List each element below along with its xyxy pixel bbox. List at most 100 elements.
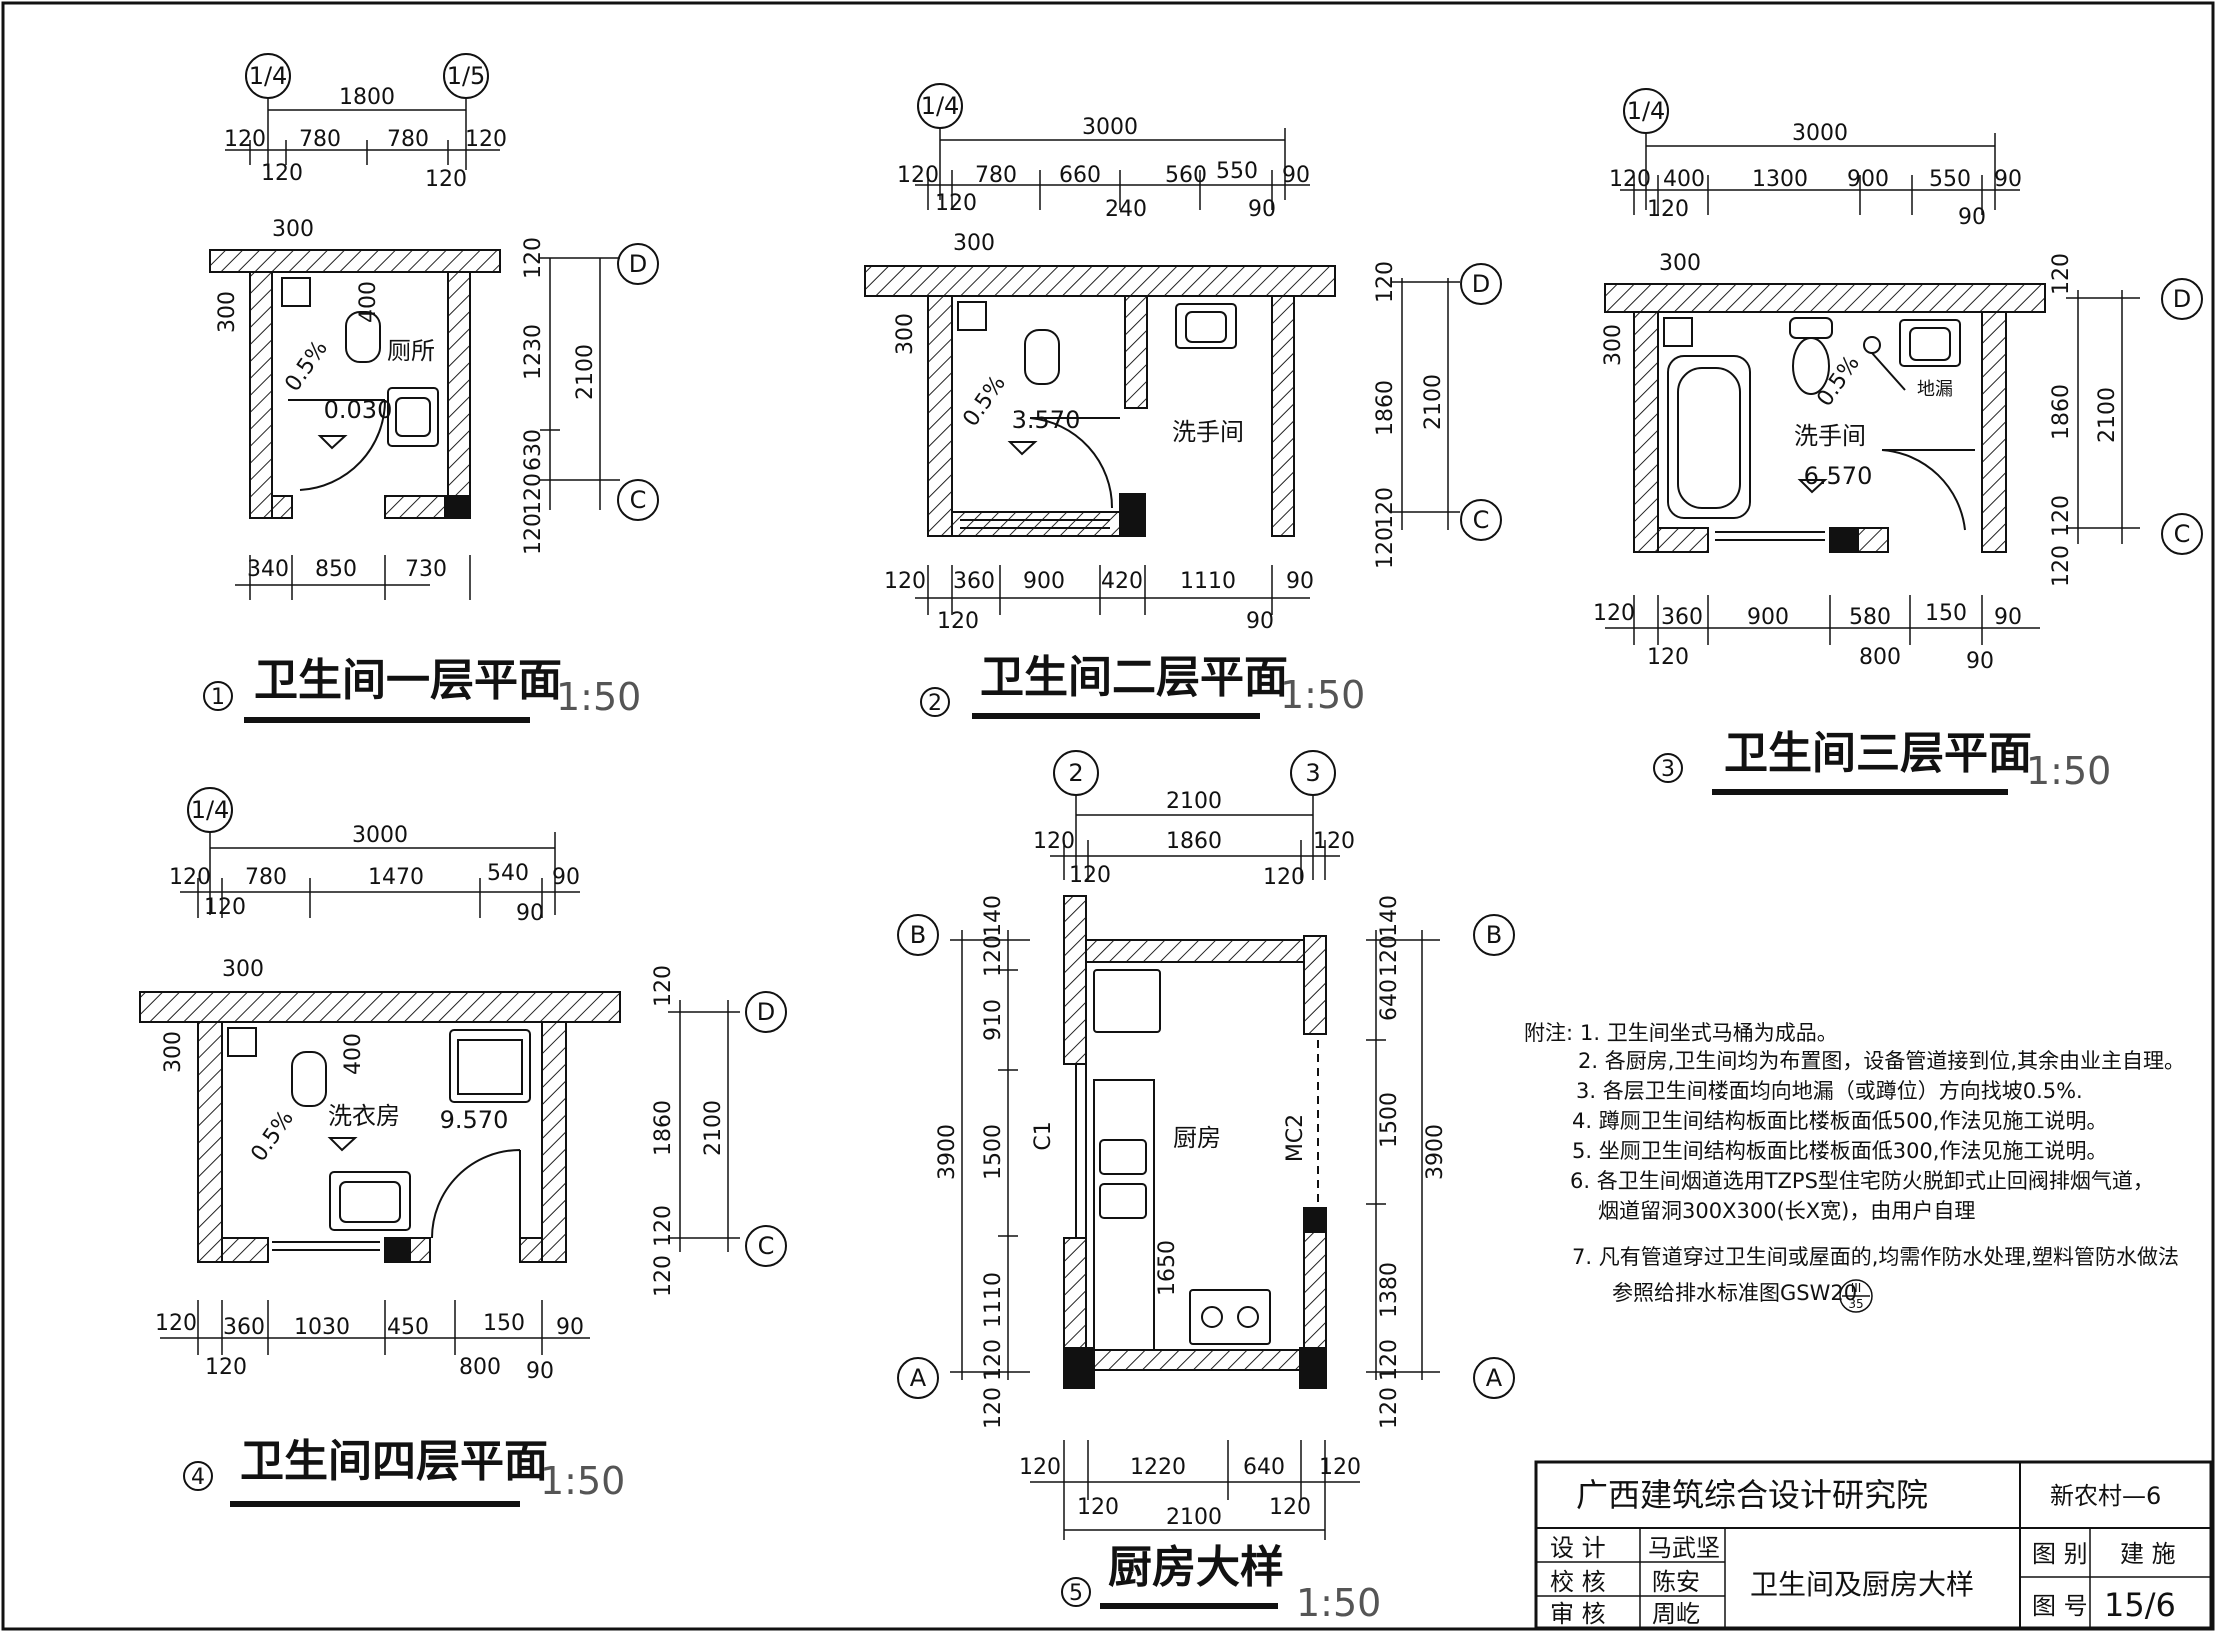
axis-label: B (1486, 921, 1502, 949)
person-name: 陈安 (1652, 1568, 1700, 1596)
title-text: 卫生间一层平面 (254, 655, 562, 706)
dim-text: 800 (1859, 645, 1901, 670)
dim-text: 90 (526, 1359, 554, 1384)
dim-text: 1220 (1130, 1455, 1186, 1480)
note-line: 6. 各卫生间烟道选用TZPS型住宅防火脱卸式止回阀排烟气道， (1570, 1169, 2154, 1193)
slope-label: 0.5% (280, 336, 333, 396)
axis-bubble: 1/4 (917, 83, 963, 129)
dim-text: 140 (1377, 895, 1402, 937)
dim-text: 90 (1248, 197, 1276, 222)
dimension-lines (160, 1300, 590, 1355)
room-label: 厨房 (1173, 1124, 1221, 1152)
dim-text: 120 (651, 965, 676, 1007)
plan-4: 1/4 3000 120 780 1470 540 90 120 90 300 … (139, 787, 787, 1507)
dimension-lines (1050, 795, 1340, 880)
title-text: 卫生间二层平面 (980, 652, 1288, 703)
standard-reference: III 35 (1839, 1279, 1873, 1313)
scale-text: 1:50 (556, 675, 641, 719)
dim-text: 300 (272, 217, 314, 242)
note-line: 2. 各厨房,卫生间均为布置图，设备管道接到位,其余由业主自理。 (1578, 1049, 2185, 1073)
floor-level: 6.570 (1804, 462, 1873, 490)
axis-label: 3 (1305, 759, 1320, 787)
floor-level: 0.030 (324, 396, 393, 424)
dim-text: 1500 (981, 1124, 1006, 1180)
dimension-lines (540, 257, 620, 510)
dim-text: 120 (204, 895, 246, 920)
dimension-lines (950, 930, 1440, 1380)
floor-level: 9.570 (440, 1106, 509, 1134)
dimension-lines (1605, 595, 2040, 645)
plan-number: 4 (191, 1465, 205, 1490)
dim-text: 120 (981, 1339, 1006, 1381)
dim-text: 360 (223, 1315, 265, 1340)
dim-text: 90 (1286, 569, 1314, 594)
dim-text: 120 (205, 1355, 247, 1380)
dim-text: 300 (953, 231, 995, 256)
dim-text: 400 (1663, 167, 1705, 192)
dim-text: 1860 (1166, 829, 1222, 854)
axis-bubble: D (745, 991, 787, 1033)
ref-top: III (1851, 1281, 1862, 1295)
axis-label: 1/4 (191, 796, 230, 824)
fixtures (281, 277, 439, 491)
axis-bubble: 1/4 (1623, 88, 1669, 134)
note-line: 烟道留洞300X300(长X宽)，由用户自理 (1598, 1199, 1975, 1223)
dim-text: 90 (516, 901, 544, 926)
axis-label: D (757, 998, 775, 1026)
axis-label: C (758, 1232, 775, 1260)
role-label: 设 计 (1550, 1534, 1606, 1562)
dim-text: 900 (1747, 605, 1789, 630)
axis-label: A (1486, 1364, 1503, 1392)
axis-label: 1/4 (249, 62, 288, 90)
dim-text: 120 (1377, 1339, 1402, 1381)
dim-text: 1470 (368, 865, 424, 890)
plan-2: 1/4 3000 120 780 660 560 550 90 120 240 … (864, 83, 1502, 719)
person-name: 马武坚 (1648, 1534, 1720, 1562)
plan-title: 3 卫生间三层平面 1:50 (1653, 728, 2111, 795)
person-name: 周屹 (1652, 1600, 1700, 1628)
dim-text: 560 (1165, 163, 1207, 188)
dim-text: 1110 (981, 1272, 1006, 1328)
axis-label: B (910, 921, 926, 949)
scale-text: 1:50 (540, 1459, 625, 1503)
dim-text: 1860 (651, 1100, 676, 1156)
axis-label: 1/4 (1627, 97, 1666, 125)
dim-text: 150 (1925, 601, 1967, 626)
dim-text: 120 (937, 609, 979, 634)
scale-text: 1:50 (2026, 749, 2111, 793)
dim-text: 120 (1647, 197, 1689, 222)
plan-1: 1/4 1/5 1800 120 780 780 120 120 120 300… (203, 53, 659, 723)
dim-text: 120 (261, 161, 303, 186)
dim-text: 550 (1216, 159, 1258, 184)
axis-bubble: C (617, 479, 659, 521)
dim-text: 850 (315, 557, 357, 582)
plan-number: 1 (211, 685, 225, 710)
dimension-lines (235, 555, 471, 600)
dim-text: 340 (247, 557, 289, 582)
drawing-number: 15/6 (2104, 1586, 2176, 1624)
dim-text: 2100 (701, 1100, 726, 1156)
dim-text: 3000 (1792, 121, 1848, 146)
dim-text: 90 (1958, 205, 1986, 230)
plan-title: 4 卫生间四层平面 1:50 (183, 1436, 625, 1507)
dim-text: 630 (521, 429, 546, 471)
walls (209, 249, 501, 519)
axis-label: D (629, 250, 647, 278)
plan-number: 3 (1661, 757, 1675, 782)
dim-text: 120 (521, 473, 546, 515)
dim-text: 3900 (935, 1124, 960, 1180)
dim-text: 120 (224, 127, 266, 152)
title-text: 厨房大样 (1108, 1542, 1284, 1593)
axis-bubble: 1/5 (443, 53, 489, 99)
slope-label: 0.5% (1812, 351, 1865, 411)
axis-bubble: D (617, 243, 659, 285)
dimension-lines (1620, 133, 2020, 215)
dim-text: 120 (1373, 527, 1398, 569)
dim-text: 2100 (573, 344, 598, 400)
slope-label: 0.5% (958, 371, 1011, 431)
axis-bubble: B (1473, 914, 1515, 956)
dim-text: 780 (245, 865, 287, 890)
axis-bubble: D (1460, 263, 1502, 305)
dim-text: 780 (975, 163, 1017, 188)
axis-label: 1/5 (447, 62, 486, 90)
